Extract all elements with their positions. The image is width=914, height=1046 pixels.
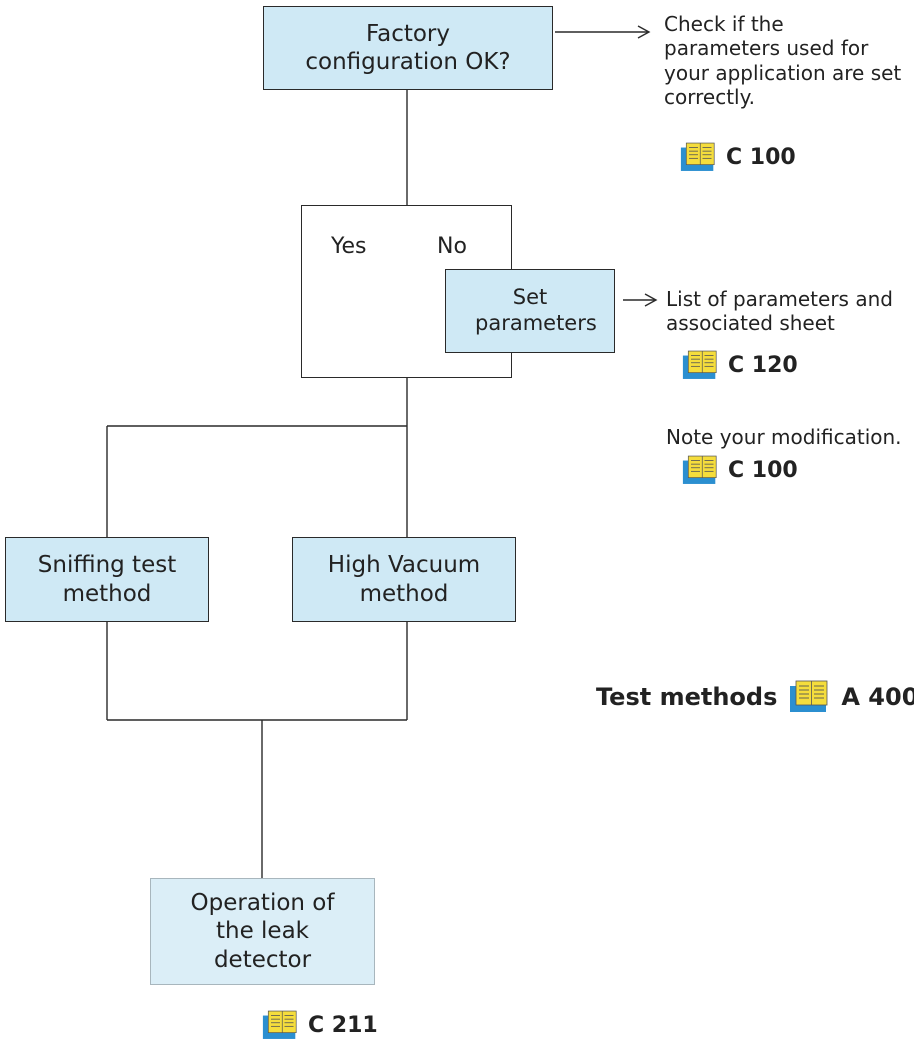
check-params-ref: C 100 bbox=[680, 142, 796, 172]
list-params-ref-code: C 120 bbox=[728, 352, 798, 378]
high-vacuum-method-label: High Vacuum method bbox=[327, 552, 481, 607]
factory-config-label: Factory configuration OK? bbox=[305, 20, 511, 75]
no-label: No bbox=[437, 234, 467, 259]
book-icon bbox=[262, 1010, 297, 1039]
note-modification-ref: C 100 bbox=[682, 455, 798, 485]
test-methods-ref: Test methods A 400 bbox=[596, 680, 914, 713]
sniffing-method-box: Sniffing test method bbox=[5, 537, 209, 622]
list-params-ref: C 120 bbox=[682, 350, 798, 380]
book-icon bbox=[682, 455, 717, 484]
note-modification: Note your modification. bbox=[666, 425, 902, 449]
yes-label: Yes bbox=[331, 234, 367, 259]
set-parameters-label: Set parameters bbox=[475, 285, 597, 335]
set-parameters-box: Set parameters bbox=[445, 269, 615, 353]
test-methods-ref-code: A 400 bbox=[841, 682, 914, 711]
book-icon bbox=[790, 680, 828, 712]
sniffing-method-label: Sniffing test method bbox=[37, 552, 177, 607]
operation-box: Operation of the leak detector bbox=[150, 878, 375, 985]
check-params-note: Check if the parameters used for your ap… bbox=[664, 12, 902, 110]
high-vacuum-method-box: High Vacuum method bbox=[292, 537, 516, 622]
test-methods-label: Test methods bbox=[596, 682, 778, 711]
book-icon bbox=[680, 142, 715, 171]
note-modification-ref-code: C 100 bbox=[728, 457, 798, 483]
check-params-ref-code: C 100 bbox=[726, 144, 796, 170]
operation-ref-code: C 211 bbox=[308, 1012, 378, 1038]
book-icon bbox=[682, 350, 717, 379]
operation-label: Operation of the leak detector bbox=[190, 890, 335, 973]
list-params-note: List of parameters and associated sheet bbox=[666, 287, 893, 336]
operation-ref: C 211 bbox=[262, 1010, 378, 1040]
factory-config-box: Factory configuration OK? bbox=[263, 6, 553, 90]
